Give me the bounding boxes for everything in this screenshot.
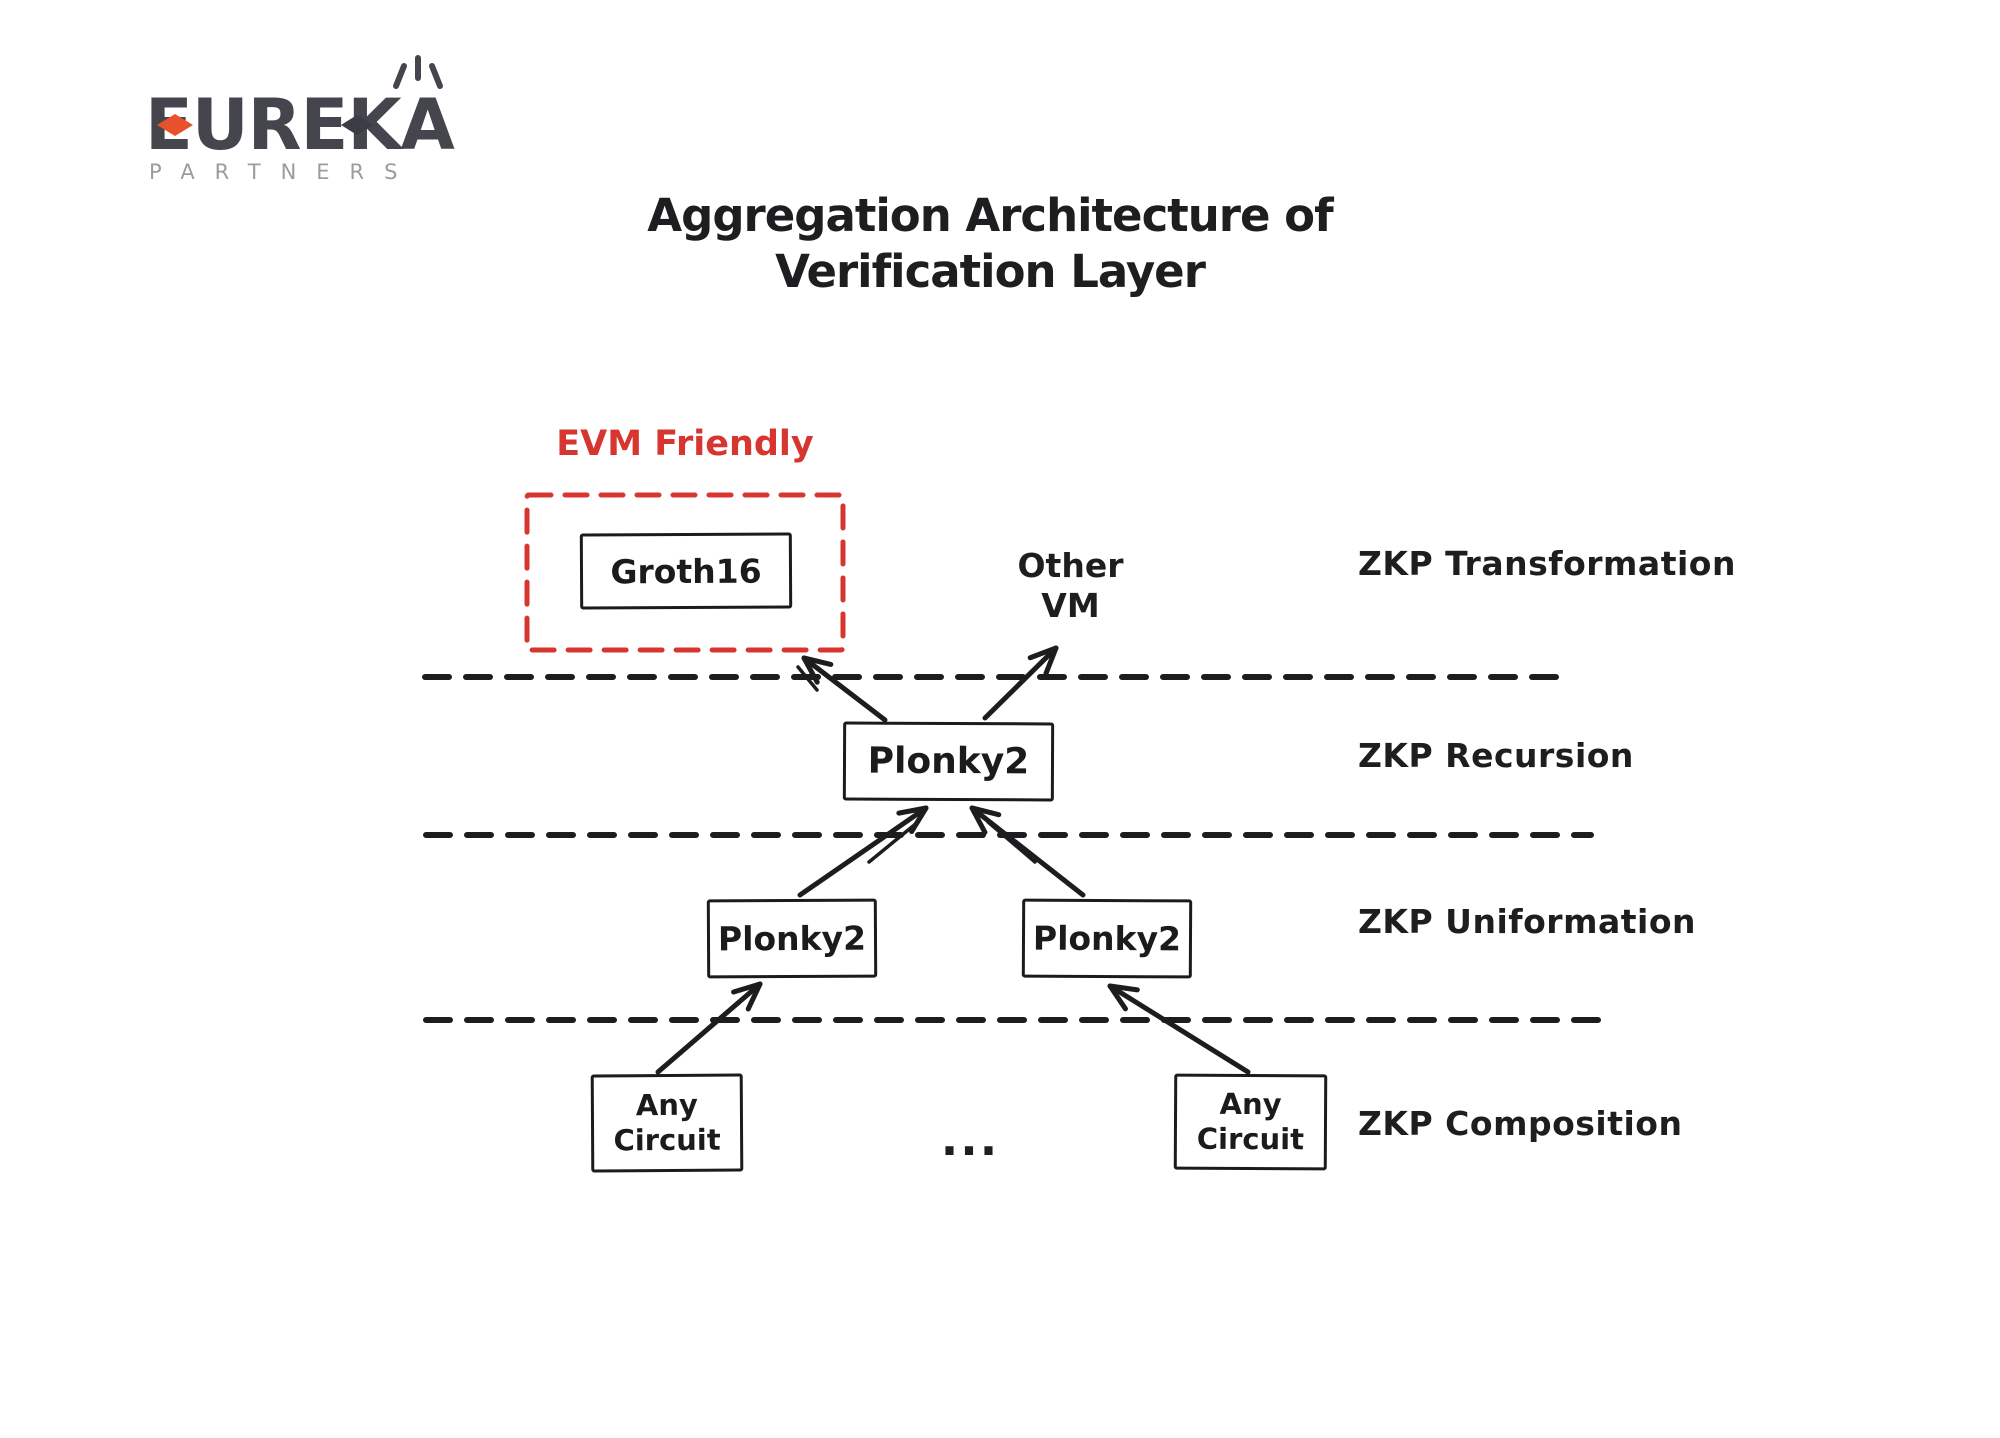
- arrow-plonky2-right-to-top: [969, 805, 1086, 898]
- any-circuit-right-node: Any Circuit: [1173, 1073, 1328, 1171]
- any-circuit-left-node: Any Circuit: [590, 1073, 744, 1173]
- brand-text: EUREKA: [145, 84, 455, 166]
- sparkle-rays-icon: [393, 55, 443, 89]
- page-title: Aggregation Architecture of Verification…: [540, 188, 1440, 301]
- arrow-any-right-to-plonky2-right: [1107, 983, 1251, 1075]
- layer-label-zkp-composition: ZKP Composition: [1358, 1104, 1683, 1143]
- page-title-line2: Verification Layer: [775, 245, 1206, 299]
- other-vm-label: Other VM: [1017, 546, 1124, 625]
- groth16-node: Groth16: [579, 532, 793, 610]
- arrow-plonky2-to-other-vm: [982, 645, 1059, 721]
- arrow-plonky2-left-sketch-stroke: [867, 820, 920, 864]
- arrow-plonky2-to-groth16: [801, 655, 888, 723]
- plonky2-right-node: Plonky2: [1021, 898, 1193, 979]
- plonky2-left-node: Plonky2: [706, 898, 878, 979]
- page-title-line1: Aggregation Architecture of: [647, 189, 1333, 242]
- ellipsis-label: ...: [940, 1112, 1000, 1166]
- layer-label-zkp-transformation: ZKP Transformation: [1358, 544, 1736, 583]
- layer-label-zkp-recursion: ZKP Recursion: [1358, 736, 1634, 775]
- arrow-plonky2-left-to-top: [797, 805, 929, 898]
- arrow-plonky2-to-groth16-sketch-stroke: [796, 665, 819, 692]
- arrow-any-left-to-plonky2-left: [655, 981, 763, 1075]
- layer-label-zkp-uniformation: ZKP Uniformation: [1358, 902, 1696, 941]
- plonky2-top-node: Plonky2: [842, 721, 1055, 802]
- logo-orange-diamond-icon: [157, 114, 193, 136]
- arrow-plonky2-right-sketch-stroke: [986, 820, 1037, 864]
- eureka-logo: EUREKA PARTNERS: [145, 55, 485, 188]
- evm-friendly-label: EVM Friendly: [556, 424, 814, 464]
- logo-dark-diamond-icon: [341, 115, 373, 135]
- partners-text: PARTNERS: [149, 160, 418, 184]
